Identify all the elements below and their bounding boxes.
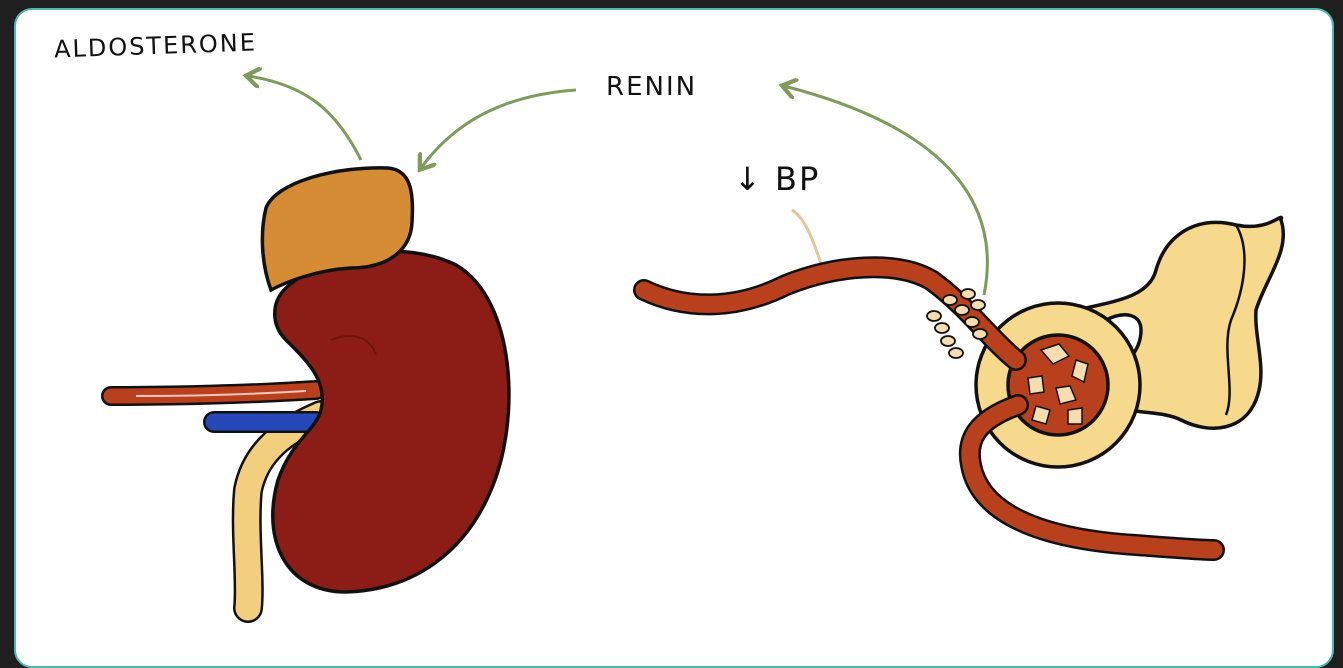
renin-to-adrenal-arrow bbox=[421, 90, 576, 168]
decreased-bp-label: ↓ BP bbox=[734, 160, 820, 198]
aldosterone-arrow bbox=[248, 76, 361, 160]
bp-pointer-line bbox=[792, 210, 824, 272]
bp-text: BP bbox=[775, 160, 820, 198]
down-arrow-icon: ↓ bbox=[734, 160, 763, 198]
diagram-canvas: ALDOSTERONE RENIN ↓ BP bbox=[14, 8, 1334, 668]
juxtaglomerular-cells bbox=[927, 289, 987, 358]
renin-aldosterone-diagram bbox=[16, 10, 1334, 668]
renin-label: RENIN bbox=[606, 72, 697, 102]
